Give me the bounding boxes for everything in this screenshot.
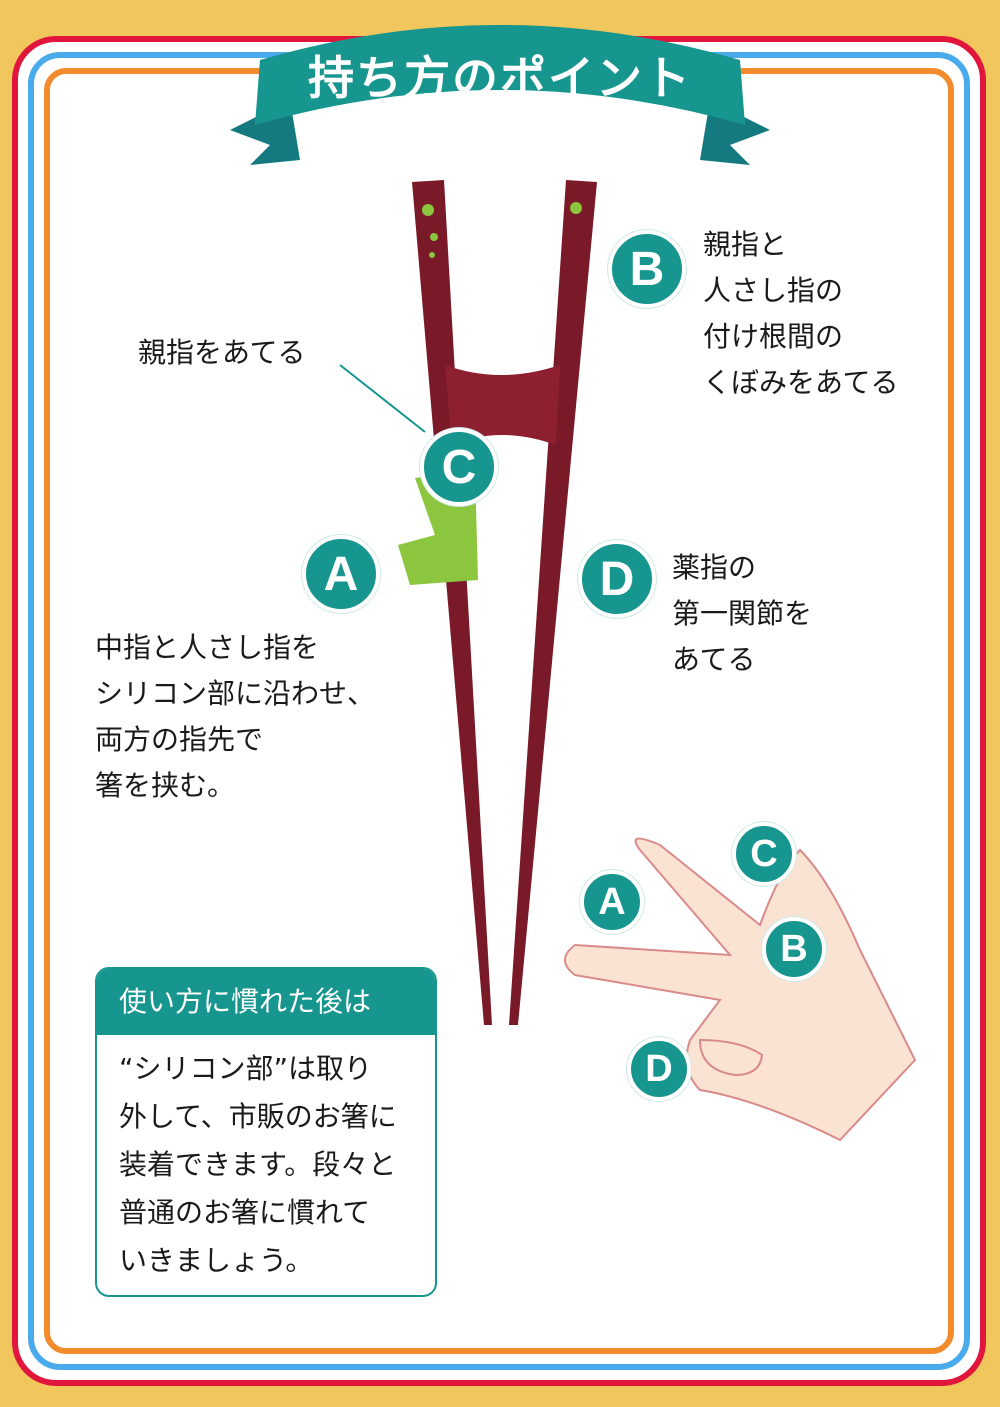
hand-badge-b: B (762, 917, 826, 981)
callout-c-text: 親指をあてる (138, 336, 306, 369)
badge-c: C (420, 428, 498, 506)
after-use-note-box: 使い方に慣れた後は “シリコン部”は取り外して、市販のお箸に装着できます。段々と… (95, 967, 437, 1297)
hand-badge-c: C (732, 822, 796, 886)
page-title: 持ち方のポイント (308, 51, 692, 105)
note-heading: 使い方に慣れた後は (97, 969, 435, 1035)
badge-d: D (578, 540, 656, 618)
hand-badge-a: A (580, 870, 644, 934)
badge-b: B (608, 230, 686, 308)
title-ribbon (230, 25, 770, 165)
note-body: “シリコン部”は取り外して、市販のお箸に装着できます。段々と普通のお箸に慣れてい… (119, 1052, 397, 1277)
callout-d-text: 薬指の第一関節をあてる (672, 551, 813, 676)
callout-a-text: 中指と人さし指をシリコン部に沿わせ、両方の指先で箸を挟む。 (95, 631, 376, 802)
badge-a: A (302, 535, 380, 613)
leader-line (339, 364, 426, 433)
chopsticks (412, 180, 597, 1025)
hand-illustration (564, 837, 917, 1142)
callout-b-text: 親指と人さし指の付け根間のくぼみをあてる (703, 228, 899, 399)
hand-badge-d: D (627, 1037, 691, 1101)
clover-icon (422, 202, 582, 258)
